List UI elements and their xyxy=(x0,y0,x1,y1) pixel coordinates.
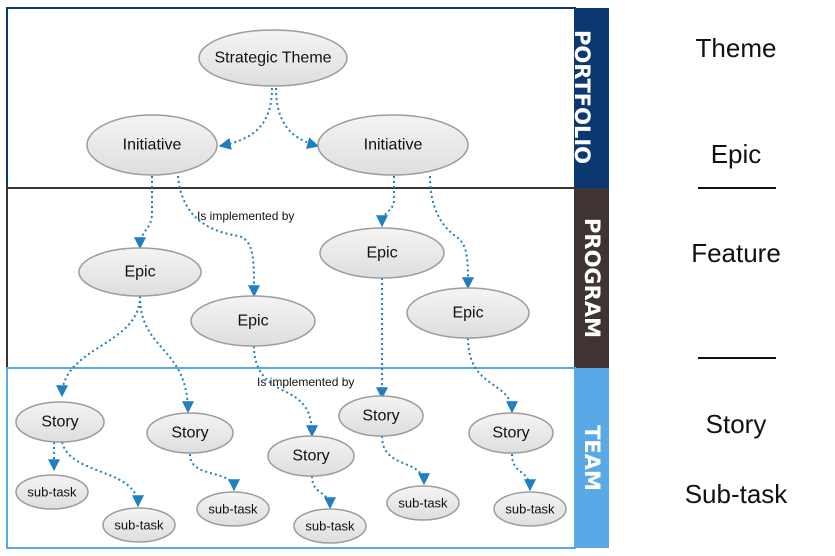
program-band-label: PROGRAM xyxy=(580,218,604,338)
node-subtask-1[interactable]: sub-task xyxy=(15,474,89,510)
node-label: Story xyxy=(492,425,529,442)
node-story-2[interactable]: Story xyxy=(146,412,234,454)
node-label: Initiative xyxy=(123,137,182,154)
connector-theme-initiative-right xyxy=(275,87,320,149)
node-shape xyxy=(493,491,567,527)
node-label: Story xyxy=(171,425,208,442)
node-label: Epic xyxy=(452,305,483,322)
node-shape xyxy=(468,412,554,454)
node-initiative-left[interactable]: Initiative xyxy=(86,114,218,176)
node-story-4[interactable]: Story xyxy=(338,395,424,437)
connector-initiative-right-epic-3 xyxy=(376,176,395,228)
connector-story-5-subtask-6 xyxy=(511,453,536,492)
edge-label-initiative-epic: Is implemented by xyxy=(197,209,294,223)
legend-epic: Epic xyxy=(710,139,762,169)
node-label: Strategic Theme xyxy=(214,50,331,67)
node-label: Story xyxy=(362,408,399,425)
node-shape xyxy=(319,227,445,279)
connector-story-1-subtask-2 xyxy=(61,441,144,508)
node-shape xyxy=(198,29,348,87)
connector-epic-1-story-1 xyxy=(56,295,141,398)
node-label: Initiative xyxy=(364,137,423,154)
node-subtask-3[interactable]: sub-task xyxy=(196,491,270,527)
node-shape xyxy=(86,114,218,176)
node-label: sub-task xyxy=(114,518,164,533)
node-label: Epic xyxy=(124,264,155,281)
node-subtask-6[interactable]: sub-task xyxy=(493,491,567,527)
node-epic-1[interactable]: Epic xyxy=(78,247,202,297)
legend-theme: Theme xyxy=(695,33,777,63)
node-shape xyxy=(406,287,530,339)
node-shape xyxy=(15,401,105,443)
connector-epic-4-story-5 xyxy=(467,337,518,414)
connectors xyxy=(48,87,536,510)
node-story-3[interactable]: Story xyxy=(267,435,355,477)
team-band-label: TEAM xyxy=(580,425,604,491)
connector-initiative-left-epic-2 xyxy=(177,175,261,298)
node-label: Story xyxy=(41,414,78,431)
node-subtask-2[interactable]: sub-task xyxy=(102,507,176,543)
connector-story-4-subtask-5 xyxy=(381,435,430,486)
connector-epic-1-story-2 xyxy=(139,295,194,414)
node-label: sub-task xyxy=(505,502,555,517)
node-shape xyxy=(190,295,316,347)
node-subtask-4[interactable]: sub-task xyxy=(293,508,367,544)
node-shape xyxy=(338,395,424,437)
legend-story: Story xyxy=(705,409,767,439)
node-shape xyxy=(386,485,460,521)
node-subtask-5[interactable]: sub-task xyxy=(386,485,460,521)
node-label: sub-task xyxy=(208,502,258,517)
connector-initiative-left-epic-1 xyxy=(134,176,153,250)
portfolio-band-label: PORTFOLIO xyxy=(570,30,594,164)
node-label: Epic xyxy=(237,313,268,330)
node-shape xyxy=(15,474,89,510)
team-band-frame xyxy=(6,367,576,549)
node-shape xyxy=(78,247,202,297)
node-story-1[interactable]: Story xyxy=(15,401,105,443)
portfolio-band-strip xyxy=(575,8,609,188)
node-label: sub-task xyxy=(27,485,77,500)
node-epic-3[interactable]: Epic xyxy=(319,227,445,279)
node-shape xyxy=(317,114,469,176)
node-label: sub-task xyxy=(305,519,355,534)
legend-divider-portfolio-program xyxy=(698,187,776,189)
connector-initiative-right-epic-4 xyxy=(429,175,474,290)
connector-story-2-subtask-3 xyxy=(189,453,240,492)
node-epic-4[interactable]: Epic xyxy=(406,287,530,339)
program-band-strip xyxy=(575,188,609,368)
team-band-strip xyxy=(575,368,609,548)
node-shape xyxy=(267,435,355,477)
node-initiative-right[interactable]: Initiative xyxy=(317,114,469,176)
team-band: TEAM xyxy=(6,367,609,549)
node-strategic-theme[interactable]: Strategic Theme xyxy=(198,29,348,87)
edge-label-epic-story: Is implemented by xyxy=(257,375,354,389)
node-shape xyxy=(196,491,270,527)
node-label: sub-task xyxy=(398,496,448,511)
node-epic-2[interactable]: Epic xyxy=(190,295,316,347)
legend-feature: Feature xyxy=(691,238,781,268)
connector-theme-initiative-left xyxy=(218,87,273,150)
node-story-5[interactable]: Story xyxy=(468,412,554,454)
node-shape xyxy=(293,508,367,544)
node-label: Epic xyxy=(366,245,397,262)
node-shape xyxy=(146,412,234,454)
legend-divider-program-team xyxy=(698,357,776,359)
connector-epic-2-story-3 xyxy=(253,345,318,438)
legend-subtask: Sub-task xyxy=(684,479,788,509)
node-shape xyxy=(102,507,176,543)
node-label: Story xyxy=(292,448,329,465)
